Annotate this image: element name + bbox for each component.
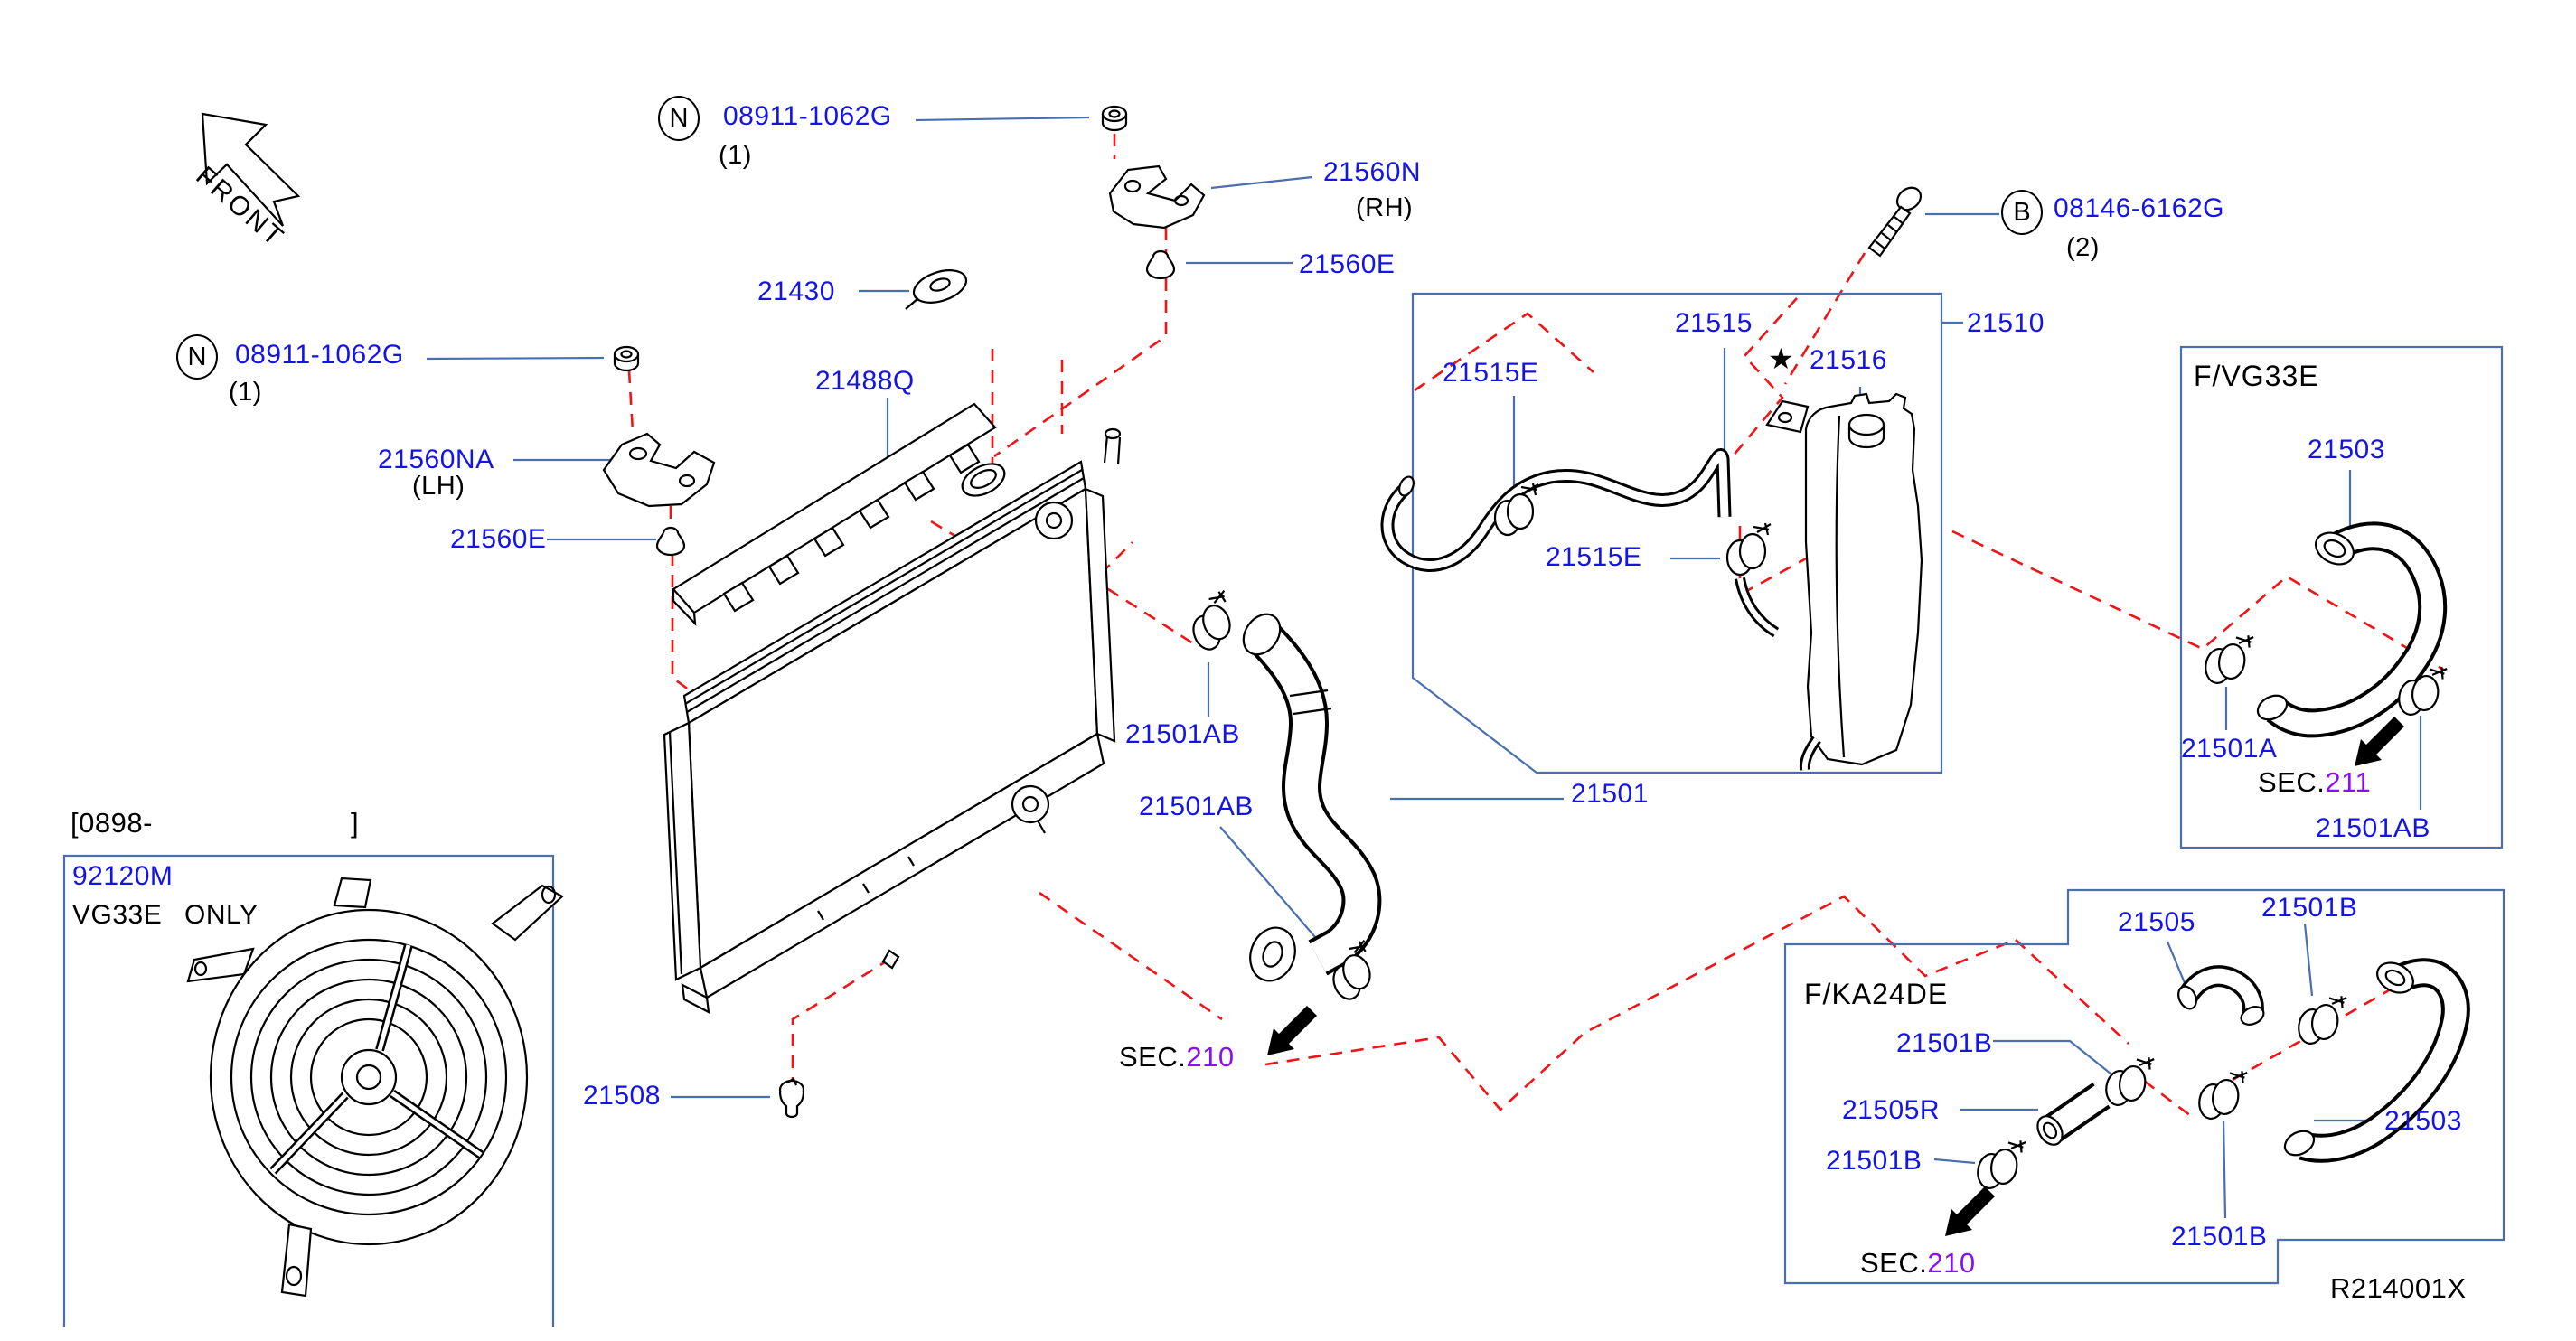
sec-number: 210 [1186,1041,1235,1073]
drawing-code: R214001X [2330,1272,2467,1304]
part-link-21505R[interactable]: 21505R [1842,1095,1941,1125]
part-link-21430[interactable]: 21430 [757,277,835,306]
front-arrow-icon [201,112,301,227]
side-note-lh: (LH) [412,472,465,501]
part-link-21508[interactable]: 21508 [583,1081,661,1111]
vg33e-box [2179,345,2504,849]
nut-part [613,345,640,372]
bracket-rh-drawing [1108,164,1206,230]
star-marker: ★ [1768,342,1794,375]
part-link-21501B-2[interactable]: 21501B [1896,1028,1993,1058]
cap-bracket-drawing [905,269,968,310]
part-link-21501A[interactable]: 21501A [2181,734,2278,764]
nut-symbol-circle: N [658,96,700,141]
nut-symbol-circle: N [176,334,218,380]
hose-clamp [2295,989,2348,1049]
date-range-close: ] [351,807,360,839]
sec-prefix: SEC. [1119,1041,1187,1073]
side-note-rh: (RH) [1356,193,1414,222]
vg33e-box-title: F/VG33E [2194,360,2319,392]
drain-plug-drawing [778,1077,805,1119]
part-link-92120M[interactable]: 92120M [72,861,174,891]
part-link-21503-ka[interactable]: 21503 [2384,1106,2462,1136]
hose-clamp [2195,1064,2249,1124]
part-link-08911-left[interactable]: 08911-1062G [235,340,404,370]
part-link-21501B-3[interactable]: 21501B [1826,1146,1923,1176]
part-link-21501AB-1[interactable]: 21501AB [1125,719,1240,749]
part-link-21515E-1[interactable]: 21515E [1443,358,1539,388]
part-link-21501[interactable]: 21501 [1571,779,1649,809]
sec-number: 210 [1927,1247,1976,1279]
reservoir-drawing [1380,392,1923,771]
insulator-grommet [1145,249,1176,280]
date-range-open: [0898- [71,807,153,839]
part-link-21501AB-vg[interactable]: 21501AB [2316,813,2430,843]
fan-drawing [186,877,564,1298]
ka24de-box-title: F/KA24DE [1804,978,1949,1010]
part-link-21501B-4[interactable]: 21501B [2171,1222,2268,1252]
part-link-21515[interactable]: 21515 [1675,308,1753,338]
upper-hose-drawing [1242,613,1382,982]
part-drawings [186,105,2470,1298]
part-link-21510[interactable]: 21510 [1967,308,2045,338]
part-link-08146[interactable]: 08146-6162G [2054,193,2224,223]
fan-box [62,854,555,1327]
hose-clamp [2202,629,2255,689]
sec-prefix: SEC. [1860,1247,1928,1279]
part-link-21560N[interactable]: 21560N [1323,157,1422,187]
sec210-right-arrow-icon [1945,1186,1995,1236]
callout-leaders-and-boxes [62,116,2505,1327]
sec210-ref-right[interactable]: SEC.210 [1860,1247,1976,1280]
qty-note: (1) [719,141,752,170]
qty-note: (1) [229,378,262,407]
part-link-21560E-left[interactable]: 21560E [450,524,547,554]
part-link-21488Q[interactable]: 21488Q [815,366,915,396]
sec211-ref[interactable]: SEC.211 [2258,766,2371,799]
part-link-21505[interactable]: 21505 [2118,907,2195,937]
hose-clamp [2102,1051,2156,1111]
vg33e-hose-drawing [2256,521,2448,738]
sec210-arrow-icon [1267,1006,1317,1055]
nut-part [1101,105,1128,132]
hose-clamp [1725,521,1772,577]
part-link-08911-top[interactable]: 08911-1062G [723,101,892,131]
qty-note: (2) [2066,233,2100,262]
sec-number: 211 [2325,766,2372,798]
part-link-21501AB-2[interactable]: 21501AB [1139,792,1254,821]
insulator-grommet [655,526,686,557]
sec210-ref-left[interactable]: SEC.210 [1119,1041,1235,1074]
part-link-21560NA[interactable]: 21560NA [378,445,494,474]
bolt-drawing [1867,186,1923,258]
part-link-21503-vg[interactable]: 21503 [2308,435,2385,464]
ka24de-box [1783,888,2505,1285]
sec-prefix: SEC. [2258,766,2326,798]
radiator-drawing [663,402,1122,1014]
bracket-lh-drawing [602,432,716,508]
bolt-symbol-circle: B [2001,190,2043,235]
part-link-21515E-2[interactable]: 21515E [1546,542,1642,572]
ka24de-hose-drawing [2036,958,2470,1163]
part-link-21560E-top[interactable]: 21560E [1299,249,1396,279]
part-link-21501B-1[interactable]: 21501B [2261,893,2358,923]
hose-clamp [1974,1134,2027,1194]
fan-note: VG33E ONLY [72,900,259,930]
hose-clamp [1181,588,1243,654]
reservoir-detail-box [1411,292,1943,774]
part-link-21516[interactable]: 21516 [1810,345,1887,375]
